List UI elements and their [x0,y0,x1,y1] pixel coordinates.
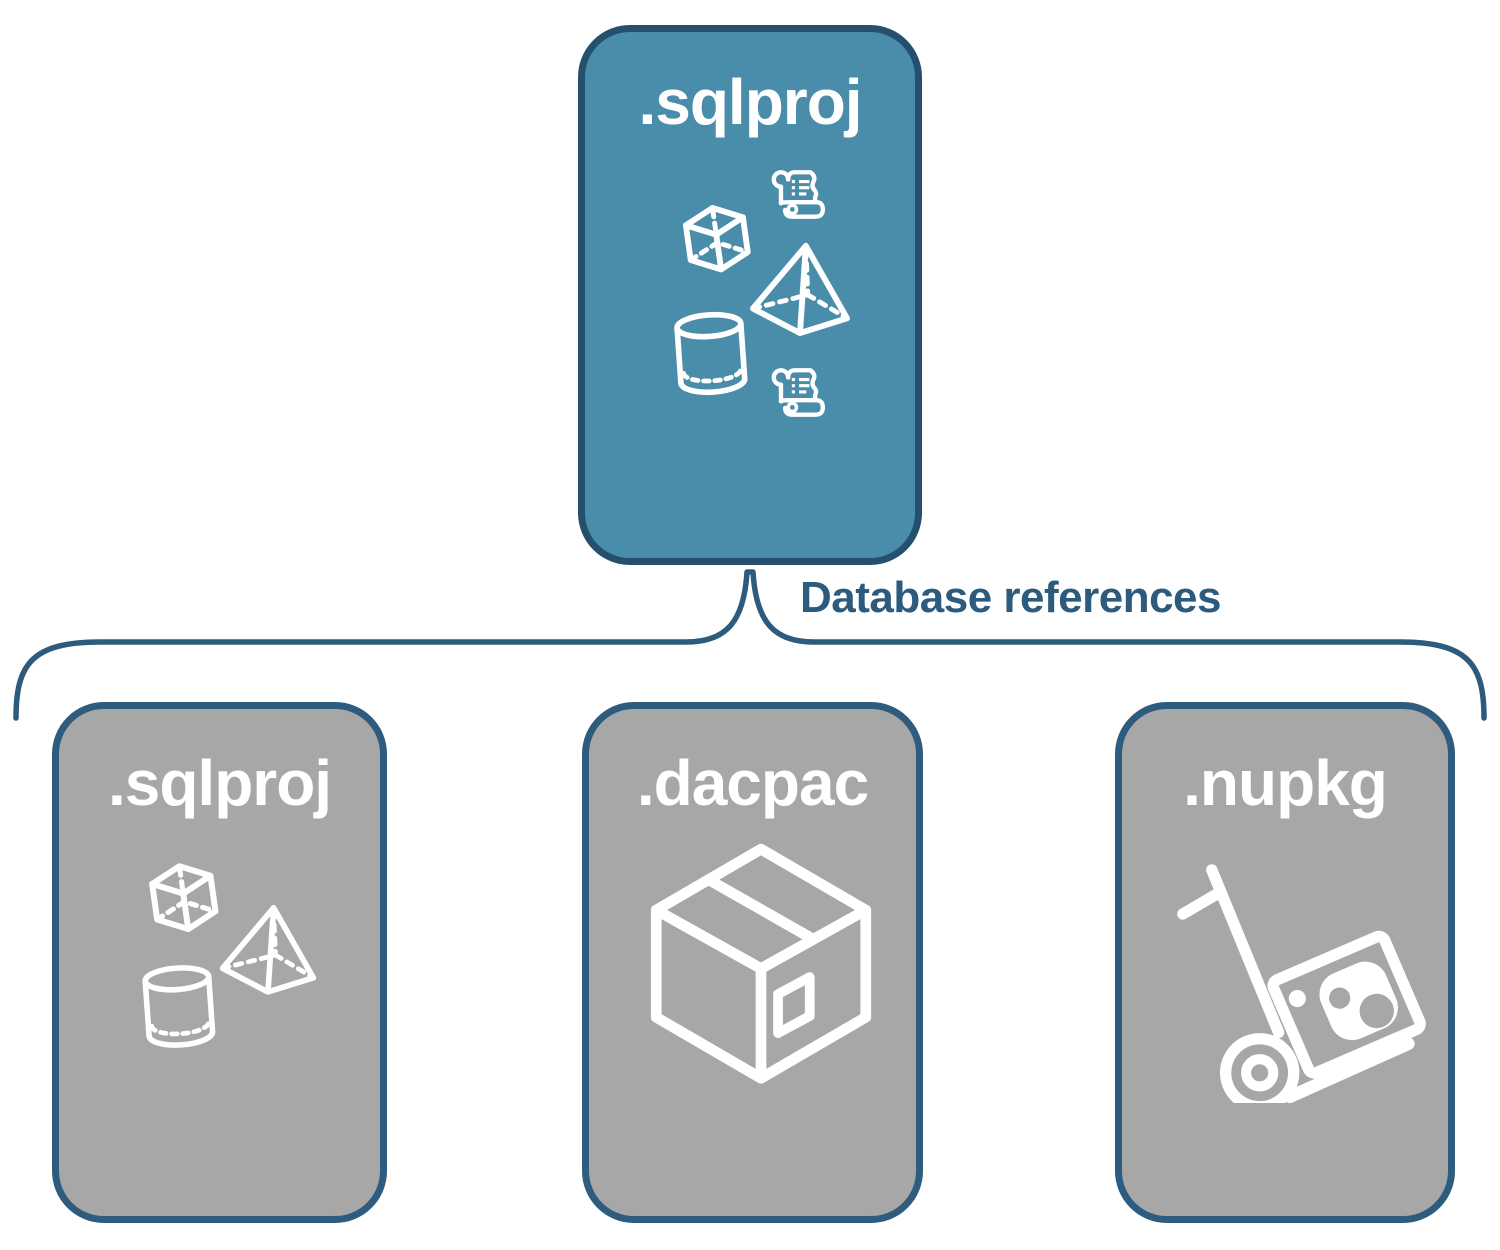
child-card-sqlproj: .sqlproj [52,702,387,1223]
child-card-nupkg: .nupkg [1115,702,1455,1223]
child-card-title: .dacpac [636,747,869,819]
pyramid-icon [745,238,853,336]
brace-path [13,569,1487,721]
child-card-title: .sqlproj [107,747,332,819]
root-card-sqlproj: .sqlproj [578,25,922,565]
connector-label: Database references [800,573,1221,622]
child-card-title: .nupkg [1183,747,1388,819]
child-card-dacpac: .dacpac [582,702,923,1223]
script-scroll-icon [765,363,829,425]
hand-truck-icon [1174,851,1426,1103]
package-box-icon [639,837,883,1105]
cylinder-icon [670,308,752,401]
root-card-title: .sqlproj [638,66,862,138]
script-scroll-icon [765,165,829,227]
pyramid-icon [215,900,319,995]
cylinder-icon [138,962,220,1053]
